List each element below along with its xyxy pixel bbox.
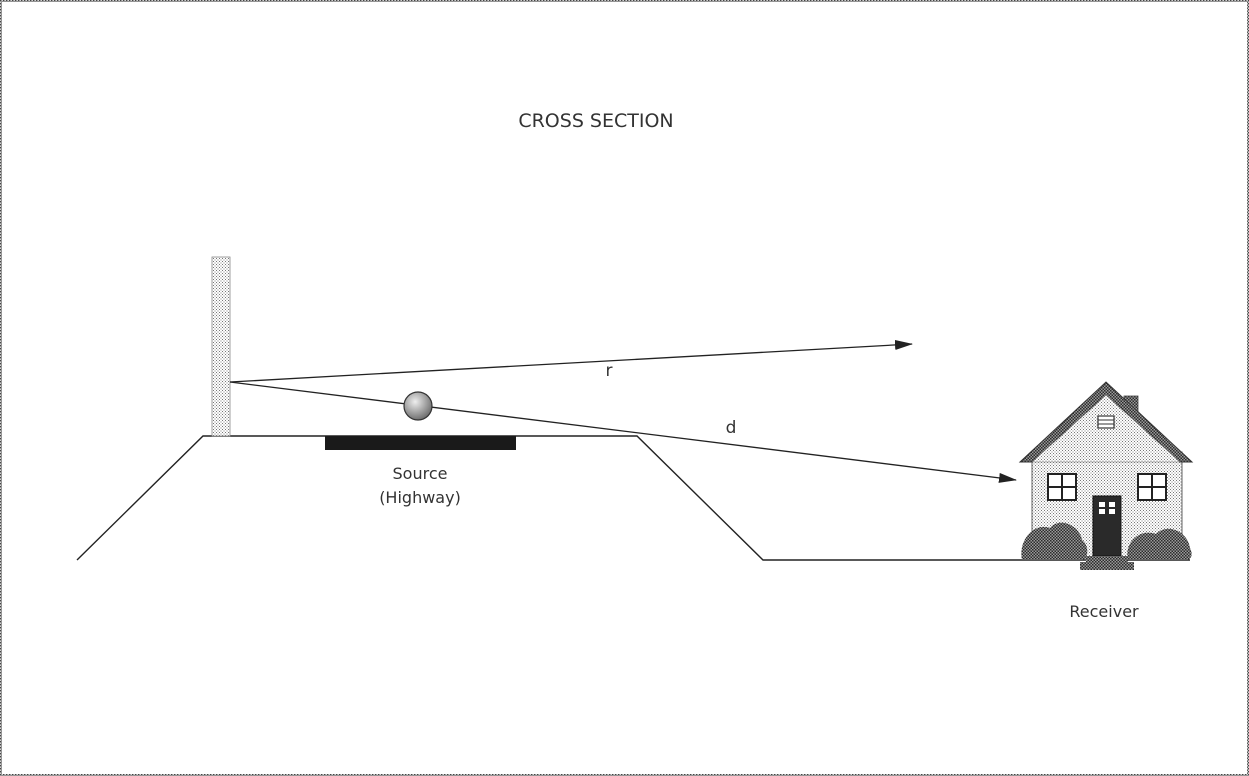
ray-label-d: d [726, 418, 737, 438]
receiver-label: Receiver [1069, 602, 1139, 621]
source-label: Source [393, 464, 448, 483]
direct-ray-d [229, 381, 1017, 483]
highway-source [325, 436, 516, 450]
diffraction-point [403, 391, 433, 421]
terrain-profile [76, 435, 1190, 561]
noise-barrier [211, 256, 231, 437]
receiver-house-icon [1018, 381, 1194, 570]
ray-label-r: r [606, 361, 613, 381]
diagram-title: CROSS SECTION [518, 110, 673, 132]
source-sublabel: (Highway) [379, 488, 461, 507]
reflected-ray-r [229, 339, 913, 383]
